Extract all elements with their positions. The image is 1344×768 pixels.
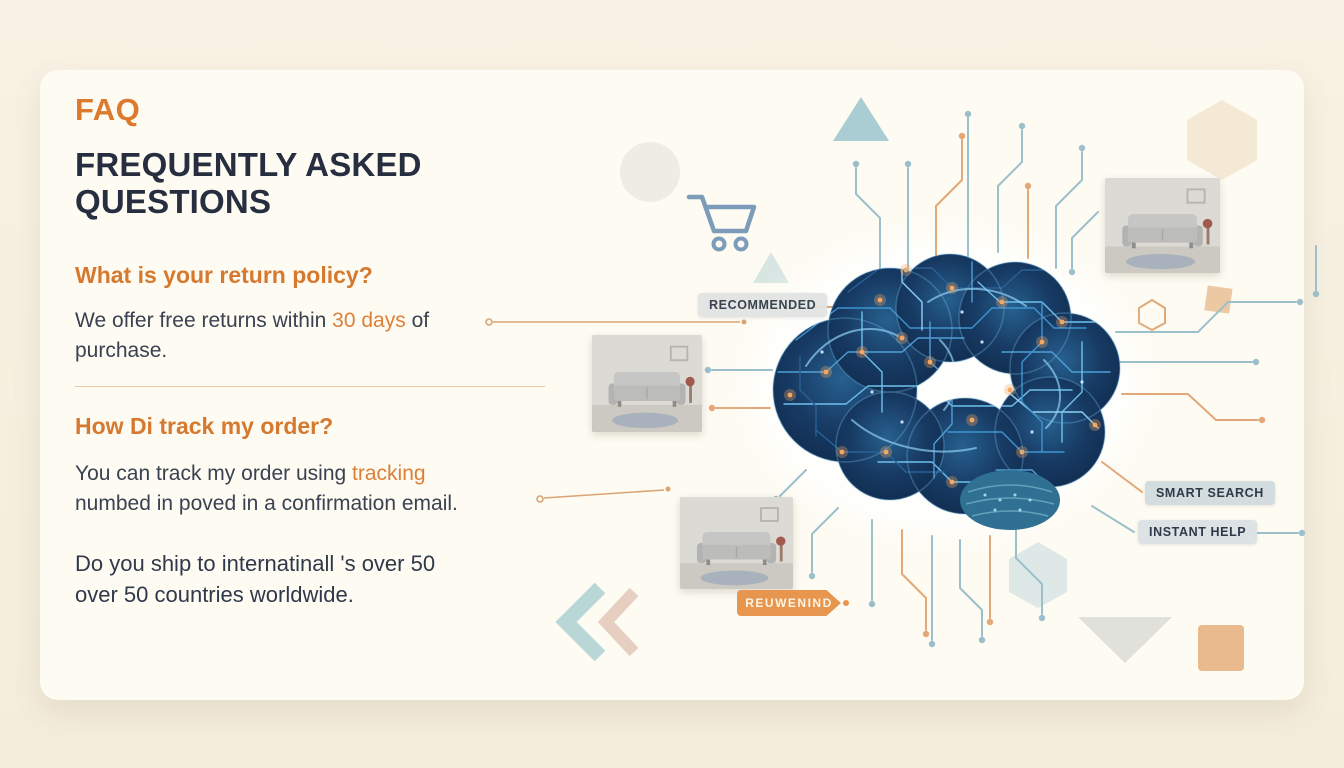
shopping-cart-icon [683, 183, 767, 263]
answer1-highlight: 30 days [332, 309, 406, 332]
question-track-order: How Di track my order? [75, 413, 334, 439]
answer2-highlight: tracking [352, 462, 426, 485]
answer1-line2: purchase. [75, 339, 168, 363]
smart-search-badge: SMART SEARCH [1145, 481, 1275, 505]
question3-line1: Do you ship to internatinall 's over 50 [75, 551, 436, 576]
question-return-policy: What is your return policy? [75, 262, 373, 288]
faq-eyebrow: FAQ [75, 92, 141, 127]
answer-return-policy: We offer free returns within 30 days of … [75, 306, 429, 367]
product-photo-sofa-top [1105, 178, 1220, 273]
answer2-line2: numbed in poved in a confirmation email. [75, 492, 458, 516]
question3-line2: over 50 countries worldwide. [75, 582, 354, 608]
price-tag-badge: REUWENIND [737, 590, 841, 616]
question-shipping: Do you ship to internatinall 's over 50 … [75, 548, 435, 610]
section-divider [75, 386, 545, 387]
recommended-badge: RECOMMENDED [698, 293, 828, 317]
product-photo-sofa-bottom [680, 497, 793, 589]
title-line-2: QUESTIONS [75, 183, 272, 221]
instant-help-badge: INSTANT HELP [1138, 520, 1258, 544]
answer2-text: You can track my order using [75, 462, 353, 485]
title-line-1: FREQUENTLY ASKED [75, 146, 422, 183]
page-title: FREQUENTLY ASKED QUESTIONS [75, 146, 422, 221]
answer-track-order: You can track my order using tracking nu… [75, 459, 458, 520]
answer1-text: We offer free returns within [75, 309, 333, 332]
product-photo-sofa-middle [592, 335, 702, 432]
answer1-text-post: of [405, 309, 430, 332]
